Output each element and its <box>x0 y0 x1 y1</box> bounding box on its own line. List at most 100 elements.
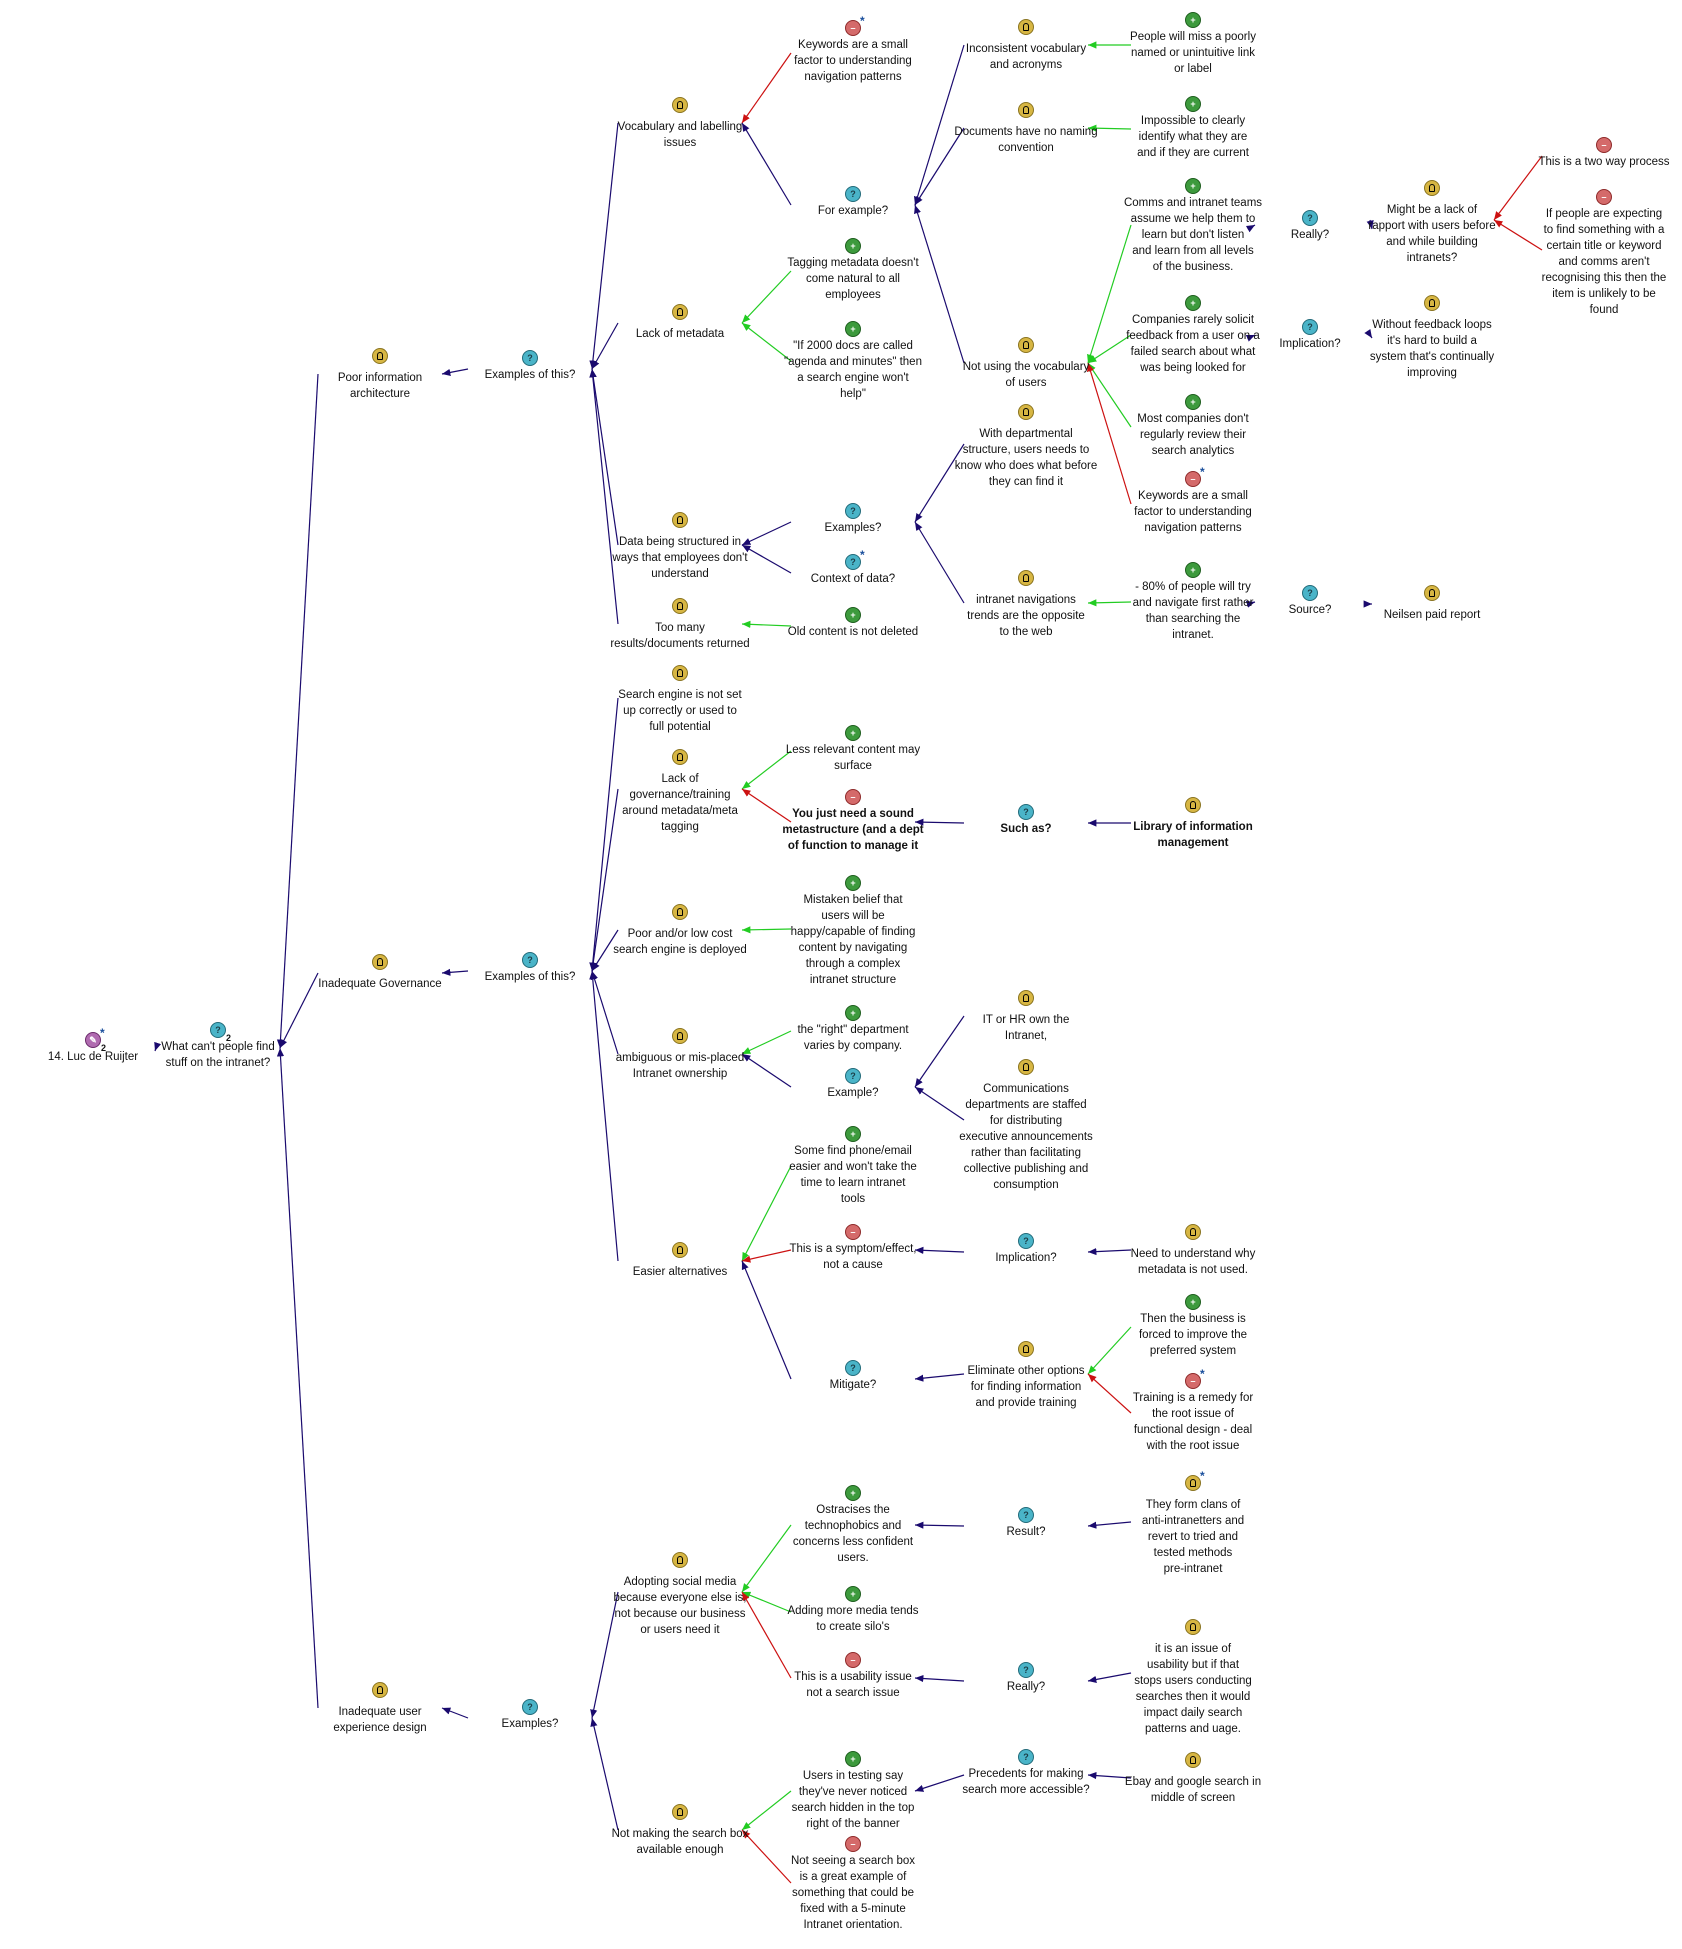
idea-icon[interactable] <box>1185 797 1201 813</box>
con-icon[interactable]: – <box>845 1224 861 1240</box>
node-easier[interactable]: Easier alternatives <box>605 1242 755 1280</box>
node-pro-ostr[interactable]: +Ostracises the technophobics and concer… <box>778 1485 928 1566</box>
pro-icon[interactable]: + <box>845 1485 861 1501</box>
node-idea-commdept[interactable]: Communications departments are staffed f… <box>951 1059 1101 1193</box>
question-icon[interactable]: ? <box>1018 804 1034 820</box>
question-icon[interactable]: ? <box>1302 585 1318 601</box>
node-q-really2[interactable]: ?Really? <box>951 1662 1101 1695</box>
node-social[interactable]: Adopting social media because everyone e… <box>605 1552 755 1638</box>
idea-icon[interactable] <box>1424 180 1440 196</box>
con-icon[interactable]: – <box>1596 137 1612 153</box>
node-ex1[interactable]: ?Examples of this? <box>455 350 605 383</box>
idea-icon[interactable] <box>672 749 688 765</box>
idea-icon[interactable] <box>672 1242 688 1258</box>
node-poorse[interactable]: Poor and/or low cost search engine is de… <box>605 904 755 958</box>
pro-icon[interactable]: + <box>845 875 861 891</box>
node-forex[interactable]: ?For example? <box>778 186 928 219</box>
node-searchset[interactable]: Search engine is not set up correctly or… <box>605 665 755 735</box>
idea-icon[interactable] <box>1424 295 1440 311</box>
node-pro-forced[interactable]: +Then the business is forced to improve … <box>1118 1294 1268 1359</box>
node-pro-tagging[interactable]: +Tagging metadata doesn't come natural t… <box>778 238 928 303</box>
node-notvocab[interactable]: Not using the vocabulary of users <box>951 337 1101 391</box>
node-pro-right[interactable]: +the "right" department varies by compan… <box>778 1005 928 1054</box>
node-pro-80[interactable]: +- 80% of people will try and navigate f… <box>1118 562 1268 643</box>
question-icon[interactable]: ?* <box>845 548 865 570</box>
idea-icon[interactable] <box>672 904 688 920</box>
question-icon[interactable]: ? <box>1302 319 1318 335</box>
question-icon[interactable]: ? <box>522 1699 538 1715</box>
pro-icon[interactable]: + <box>845 1126 861 1142</box>
node-idea-feedback[interactable]: Without feedback loops it's hard to buil… <box>1357 295 1507 381</box>
node-notsearch[interactable]: Not making the search box available enou… <box>605 1804 755 1858</box>
idea-icon[interactable] <box>1424 585 1440 601</box>
question-icon[interactable]: ? <box>845 1068 861 1084</box>
pro-icon[interactable]: + <box>845 725 861 741</box>
node-pro-never[interactable]: +Users in testing say they've never noti… <box>778 1751 928 1832</box>
node-ambig[interactable]: ambiguous or mis-placed Intranet ownersh… <box>605 1028 755 1082</box>
pro-icon[interactable]: + <box>1185 96 1201 112</box>
node-ux[interactable]: Inadequate user experience design <box>305 1682 455 1736</box>
idea-icon[interactable] <box>372 954 388 970</box>
pro-icon[interactable]: + <box>845 607 861 623</box>
node-idea-clans[interactable]: *They form clans of anti-intranetters an… <box>1118 1469 1268 1577</box>
node-pro-comms[interactable]: +Comms and intranet teams assume we help… <box>1118 178 1268 275</box>
node-con-sound[interactable]: –You just need a sound metastructure (an… <box>778 789 928 854</box>
idea-icon[interactable]: * <box>1185 1469 1205 1491</box>
node-idea-rapport[interactable]: Might be a lack of rapport with users be… <box>1357 180 1507 266</box>
con-icon[interactable]: – <box>845 1836 861 1852</box>
idea-icon[interactable] <box>1018 990 1034 1006</box>
idea-icon[interactable] <box>672 304 688 320</box>
node-idea-ebay[interactable]: Ebay and google search in middle of scre… <box>1118 1752 1268 1806</box>
node-con-expect[interactable]: –If people are expecting to find somethi… <box>1529 189 1679 318</box>
pro-icon[interactable]: + <box>1185 12 1201 28</box>
question-icon[interactable]: ?2 <box>210 1022 231 1043</box>
idea-icon[interactable] <box>672 598 688 614</box>
pro-icon[interactable]: + <box>1185 178 1201 194</box>
node-idea-library[interactable]: Library of information management <box>1118 797 1268 851</box>
idea-icon[interactable] <box>1018 102 1034 118</box>
map-icon[interactable]: ✎*2 <box>85 1026 106 1053</box>
question-icon[interactable]: ? <box>1018 1233 1034 1249</box>
con-icon[interactable]: – <box>845 1652 861 1668</box>
idea-icon[interactable] <box>1018 19 1034 35</box>
idea-icon[interactable] <box>372 348 388 364</box>
node-q-context[interactable]: ?*Context of data? <box>778 548 928 587</box>
con-icon[interactable]: –* <box>1185 465 1205 487</box>
idea-icon[interactable] <box>1185 1752 1201 1768</box>
pro-icon[interactable]: + <box>845 1586 861 1602</box>
node-q-impl2[interactable]: ?Implication? <box>951 1233 1101 1266</box>
idea-icon[interactable] <box>372 1682 388 1698</box>
node-q-prec[interactable]: ?Precedents for making search more acces… <box>951 1749 1101 1798</box>
node-q-example3[interactable]: ?Example? <box>778 1068 928 1101</box>
node-lackgov[interactable]: Lack of governance/training around metad… <box>605 749 755 835</box>
question-icon[interactable]: ? <box>1302 210 1318 226</box>
node-idea-neilsen[interactable]: Neilsen paid report <box>1357 585 1507 623</box>
pro-icon[interactable]: + <box>845 238 861 254</box>
question-icon[interactable]: ? <box>1018 1662 1034 1678</box>
node-pro-lessrel[interactable]: +Less relevant content may surface <box>778 725 928 774</box>
node-q-impl1[interactable]: ?Implication? <box>1235 319 1385 352</box>
node-pro-phone[interactable]: +Some find phone/email easier and won't … <box>778 1126 928 1207</box>
node-idea-trends[interactable]: intranet navigations trends are the oppo… <box>951 570 1101 640</box>
question-icon[interactable]: ? <box>1018 1749 1034 1765</box>
pro-icon[interactable]: + <box>1185 394 1201 410</box>
node-q-suchas[interactable]: ?Such as? <box>951 804 1101 837</box>
question-icon[interactable]: ? <box>522 350 538 366</box>
node-con-twoway[interactable]: –This is a two way process <box>1529 137 1679 170</box>
con-icon[interactable]: – <box>1596 189 1612 205</box>
idea-icon[interactable] <box>1018 1059 1034 1075</box>
node-pro-solicit[interactable]: +Companies rarely solicit feedback from … <box>1118 295 1268 376</box>
pro-icon[interactable]: + <box>1185 1294 1201 1310</box>
node-con-usab[interactable]: –This is a usability issue not a search … <box>778 1652 928 1701</box>
node-pro-mistaken[interactable]: +Mistaken belief that users will be happ… <box>778 875 928 988</box>
node-pro-silos[interactable]: +Adding more media tends to create silo'… <box>778 1586 928 1635</box>
node-q-mitigate[interactable]: ?Mitigate? <box>778 1360 928 1393</box>
node-con-training[interactable]: –*Training is a remedy for the root issu… <box>1118 1367 1268 1454</box>
idea-icon[interactable] <box>672 1552 688 1568</box>
node-q-result[interactable]: ?Result? <box>951 1507 1101 1540</box>
idea-icon[interactable] <box>672 1804 688 1820</box>
pro-icon[interactable]: + <box>845 1005 861 1021</box>
node-q-examples2[interactable]: ?Examples? <box>778 503 928 536</box>
con-icon[interactable]: – <box>845 789 861 805</box>
